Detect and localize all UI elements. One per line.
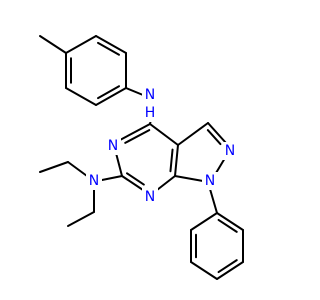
pyr-n7-c6 xyxy=(121,175,144,191)
atom-n-pyrazole-1-label: N xyxy=(205,173,215,189)
ethyl-b2 xyxy=(67,211,95,227)
phenyl-ring-bond xyxy=(216,212,244,231)
tolyl-ring-bond xyxy=(95,87,127,106)
atom-h-amine-label: H xyxy=(145,105,156,121)
phenyl-ring-bond xyxy=(216,261,244,280)
n1-phenyl-bond xyxy=(209,188,218,214)
atom-label-layer: N H N N N N N xyxy=(86,86,238,206)
pyr-c7a-n7 xyxy=(156,175,176,191)
atom-n-ring-upper: N xyxy=(105,137,121,155)
atom-n-pyrazole-1: N xyxy=(202,172,218,190)
tolyl-ring-bond xyxy=(65,35,97,54)
phenyl-ring-bond xyxy=(190,261,218,280)
atom-n-ring-upper-label: N xyxy=(108,138,118,154)
tolyl-n-bond xyxy=(125,87,144,96)
pz-n2-n1 xyxy=(215,157,226,174)
atom-n-diethyl-label: N xyxy=(89,173,99,189)
pz-c3-n2-double xyxy=(206,129,222,146)
phenyl-ring-bond xyxy=(190,212,218,231)
pyr-n5-c4-double xyxy=(124,129,151,144)
atom-h-amine: H xyxy=(142,104,158,122)
pz-c3-n2 xyxy=(207,122,227,144)
ethyl-a2 xyxy=(39,161,69,173)
pyr-n5-c4 xyxy=(119,123,151,141)
atom-n-ring-lower-label: N xyxy=(145,189,155,205)
atom-n-pyrazole-2: N xyxy=(222,142,238,160)
methyl-bond xyxy=(39,35,67,54)
tolyl-ring-bond xyxy=(95,35,127,54)
pyr-c3a-c7a xyxy=(174,144,179,177)
atom-n-pyrazole-2-label: N xyxy=(225,143,235,159)
tolyl-ring-double-bond xyxy=(97,41,121,56)
atom-n-ring-lower: N xyxy=(142,188,158,206)
atom-n-amine: N xyxy=(142,86,158,104)
pyr-c6-n5 xyxy=(115,152,123,177)
atom-n-amine-label: N xyxy=(145,87,155,103)
pz-n1-c7a xyxy=(174,175,204,182)
pyr-n7-c6-double xyxy=(126,172,145,186)
tolyl-ring-double-bond xyxy=(97,85,121,100)
tolyl-ring-bond xyxy=(65,87,97,106)
pyr-c4-c3a xyxy=(149,123,179,146)
atom-n-diethyl: N xyxy=(86,172,102,190)
ndiethyl-ethyl-a1 xyxy=(67,161,88,177)
c6-ndiethyl-bond xyxy=(101,175,123,181)
pyr-c3a-c7a-double xyxy=(169,148,174,173)
molecule-structure: N H N N N N N xyxy=(39,35,244,280)
phenyl-ring-double-bond xyxy=(217,218,238,233)
pz-c3a-c3 xyxy=(177,122,209,146)
phenyl-ring-double-bond xyxy=(217,259,238,274)
bond-layer xyxy=(39,35,244,280)
